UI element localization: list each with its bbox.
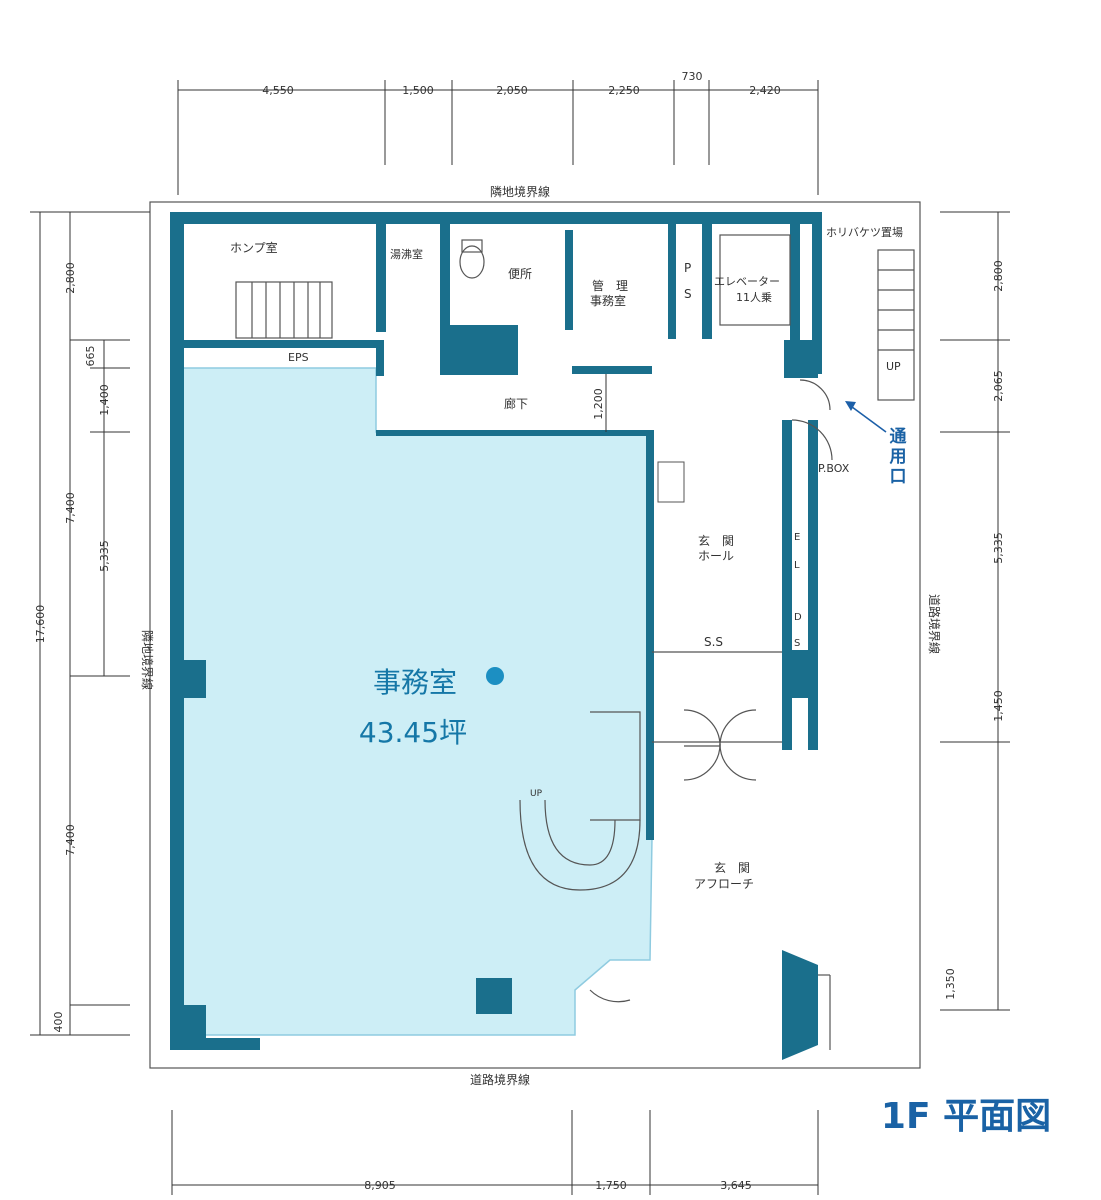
- label-stair-up: UP: [886, 360, 901, 373]
- label-service-2: 用: [890, 447, 907, 467]
- dim-top-5: 730: [682, 70, 703, 83]
- dim-left-mid-2: 7,400: [64, 492, 77, 524]
- internal-lines: [235, 234, 915, 1050]
- dim-left-outer-1: 17,600: [34, 605, 47, 644]
- label-service-3: 口: [890, 467, 907, 487]
- dim-left-outer-2: 400: [52, 1012, 65, 1033]
- service-entrance-arrow: [847, 403, 887, 433]
- dim-top-3: 2,050: [496, 84, 528, 97]
- boundary-left: 隣地境界線: [140, 630, 155, 690]
- label-eps: EPS: [288, 351, 309, 364]
- dim-right-2: 2,065: [992, 370, 1005, 402]
- label-elec-l: L: [794, 560, 800, 571]
- dim-top-6: 2,420: [749, 84, 781, 97]
- dim-right-3: 5,335: [992, 532, 1005, 564]
- office-name: 事務室: [373, 666, 457, 699]
- boundary-bottom: 道路境界線: [470, 1072, 530, 1087]
- label-pbox: P.BOX: [818, 462, 850, 475]
- boundary-top: 隣地境界線: [490, 184, 550, 199]
- walls: [170, 212, 822, 1060]
- label-ds-d: D: [794, 612, 802, 623]
- dim-bottom-3: 3,645: [720, 1179, 752, 1192]
- dim-top-1: 4,550: [262, 84, 294, 97]
- label-ss: S.S: [704, 635, 723, 649]
- office-area: [181, 367, 653, 1036]
- service-entrance-arrowhead: [845, 401, 856, 411]
- label-pump-room: ホンプ室: [230, 240, 278, 255]
- dim-top-2: 1,500: [402, 84, 434, 97]
- label-mgmt-2: 事務室: [590, 293, 626, 308]
- label-corridor: 廊下: [504, 396, 528, 411]
- label-approach-2: アフローチ: [694, 877, 754, 891]
- boundary-right: 道路境界線: [927, 594, 942, 654]
- dim-bottom-1: 8,905: [364, 1179, 396, 1192]
- label-hall-1: 玄 関: [698, 533, 734, 548]
- label-elevator-1: エレベーター: [714, 275, 780, 288]
- label-elec-e: E: [794, 532, 800, 543]
- site-boundary: [149, 201, 921, 1069]
- label-service-1: 通: [890, 427, 907, 447]
- dim-corridor: 1,200: [592, 388, 605, 420]
- label-ds-s: S: [794, 638, 800, 649]
- dim-right-5: 1,350: [944, 968, 957, 1000]
- dim-top-4: 2,250: [608, 84, 640, 97]
- dim-left-mid-3: 7,400: [64, 824, 77, 856]
- office-marker: [486, 667, 504, 685]
- label-water-heater: 湯沸室: [390, 247, 423, 261]
- label-spiral-up: UP: [530, 789, 543, 799]
- label-elevator-2: 11人乗: [736, 291, 772, 304]
- dim-left-mid-1: 2,800: [64, 262, 77, 294]
- label-mgmt-1: 管 理: [592, 278, 628, 293]
- office-area-label: 43.45坪: [359, 716, 467, 749]
- dim-left-inner-3: 5,335: [98, 540, 111, 572]
- label-ps-s: S: [684, 287, 692, 301]
- dim-right-1: 2,800: [992, 260, 1005, 292]
- floor-title: 1F 平面図: [881, 1096, 1051, 1137]
- dim-bottom-2: 1,750: [595, 1179, 627, 1192]
- dim-right-4: 1,450: [992, 690, 1005, 722]
- label-approach-1: 玄 関: [714, 860, 750, 875]
- label-bucket: ホリバケツ置場: [826, 226, 903, 239]
- dimension-lines: [30, 80, 1010, 1195]
- dim-left-inner-1: 665: [84, 346, 97, 367]
- label-toilet: 便所: [508, 267, 532, 281]
- dim-left-inner-2: 1,400: [98, 384, 111, 416]
- label-ps-p: P: [684, 261, 691, 275]
- label-hall-2: ホール: [698, 549, 734, 563]
